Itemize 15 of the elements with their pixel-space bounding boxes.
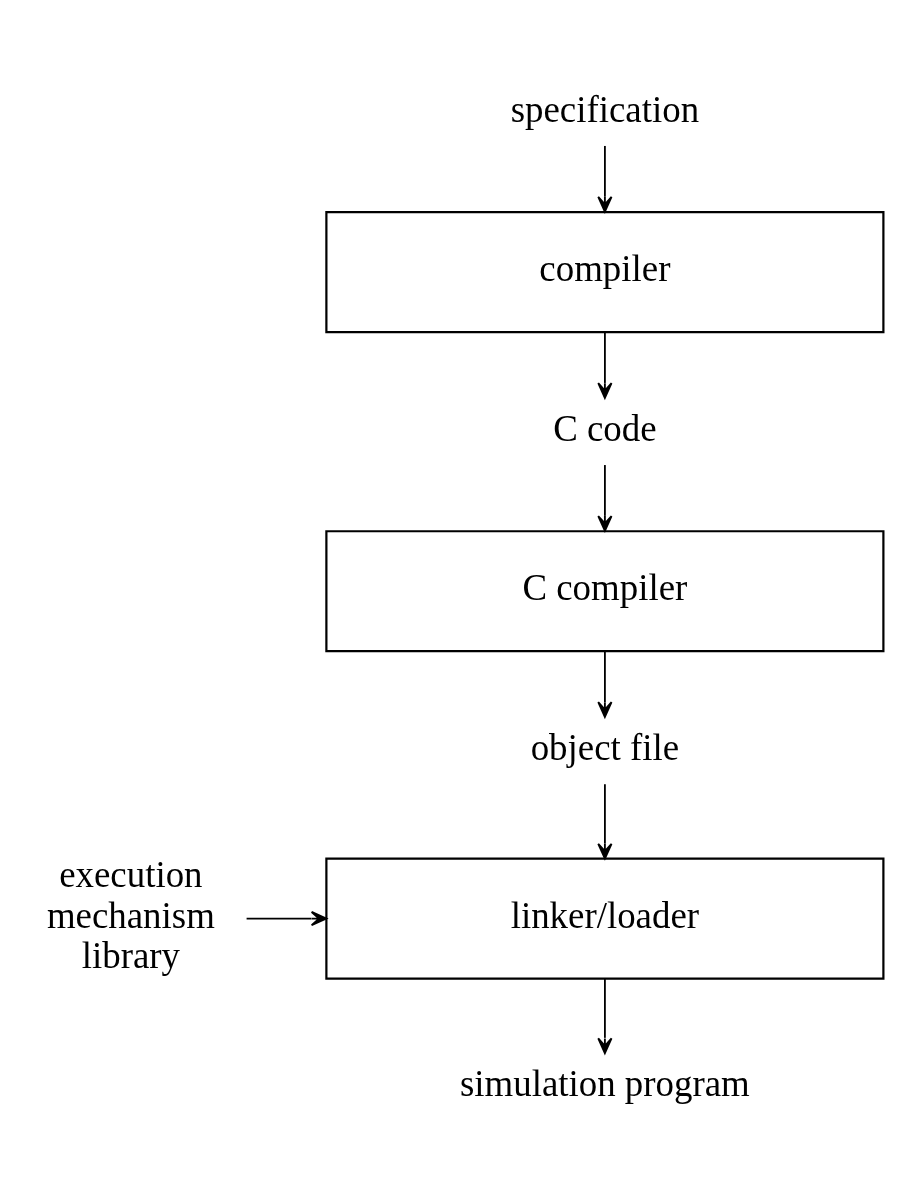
node-text: specification xyxy=(510,88,700,130)
arrow xyxy=(597,464,613,532)
node-box: linker/loader xyxy=(325,857,885,980)
node-text: execution mechanism library xyxy=(46,854,215,977)
arrow xyxy=(597,145,613,213)
node-text: simulation program xyxy=(459,1062,750,1104)
arrow xyxy=(597,651,613,718)
node-text: C code xyxy=(553,407,657,449)
arrow xyxy=(597,331,613,399)
arrow xyxy=(597,977,613,1055)
node-box: compiler xyxy=(325,211,885,334)
node-box: C compiler xyxy=(325,530,885,653)
arrow xyxy=(597,783,613,860)
node-text: object file xyxy=(530,726,680,768)
arrow xyxy=(245,911,328,927)
